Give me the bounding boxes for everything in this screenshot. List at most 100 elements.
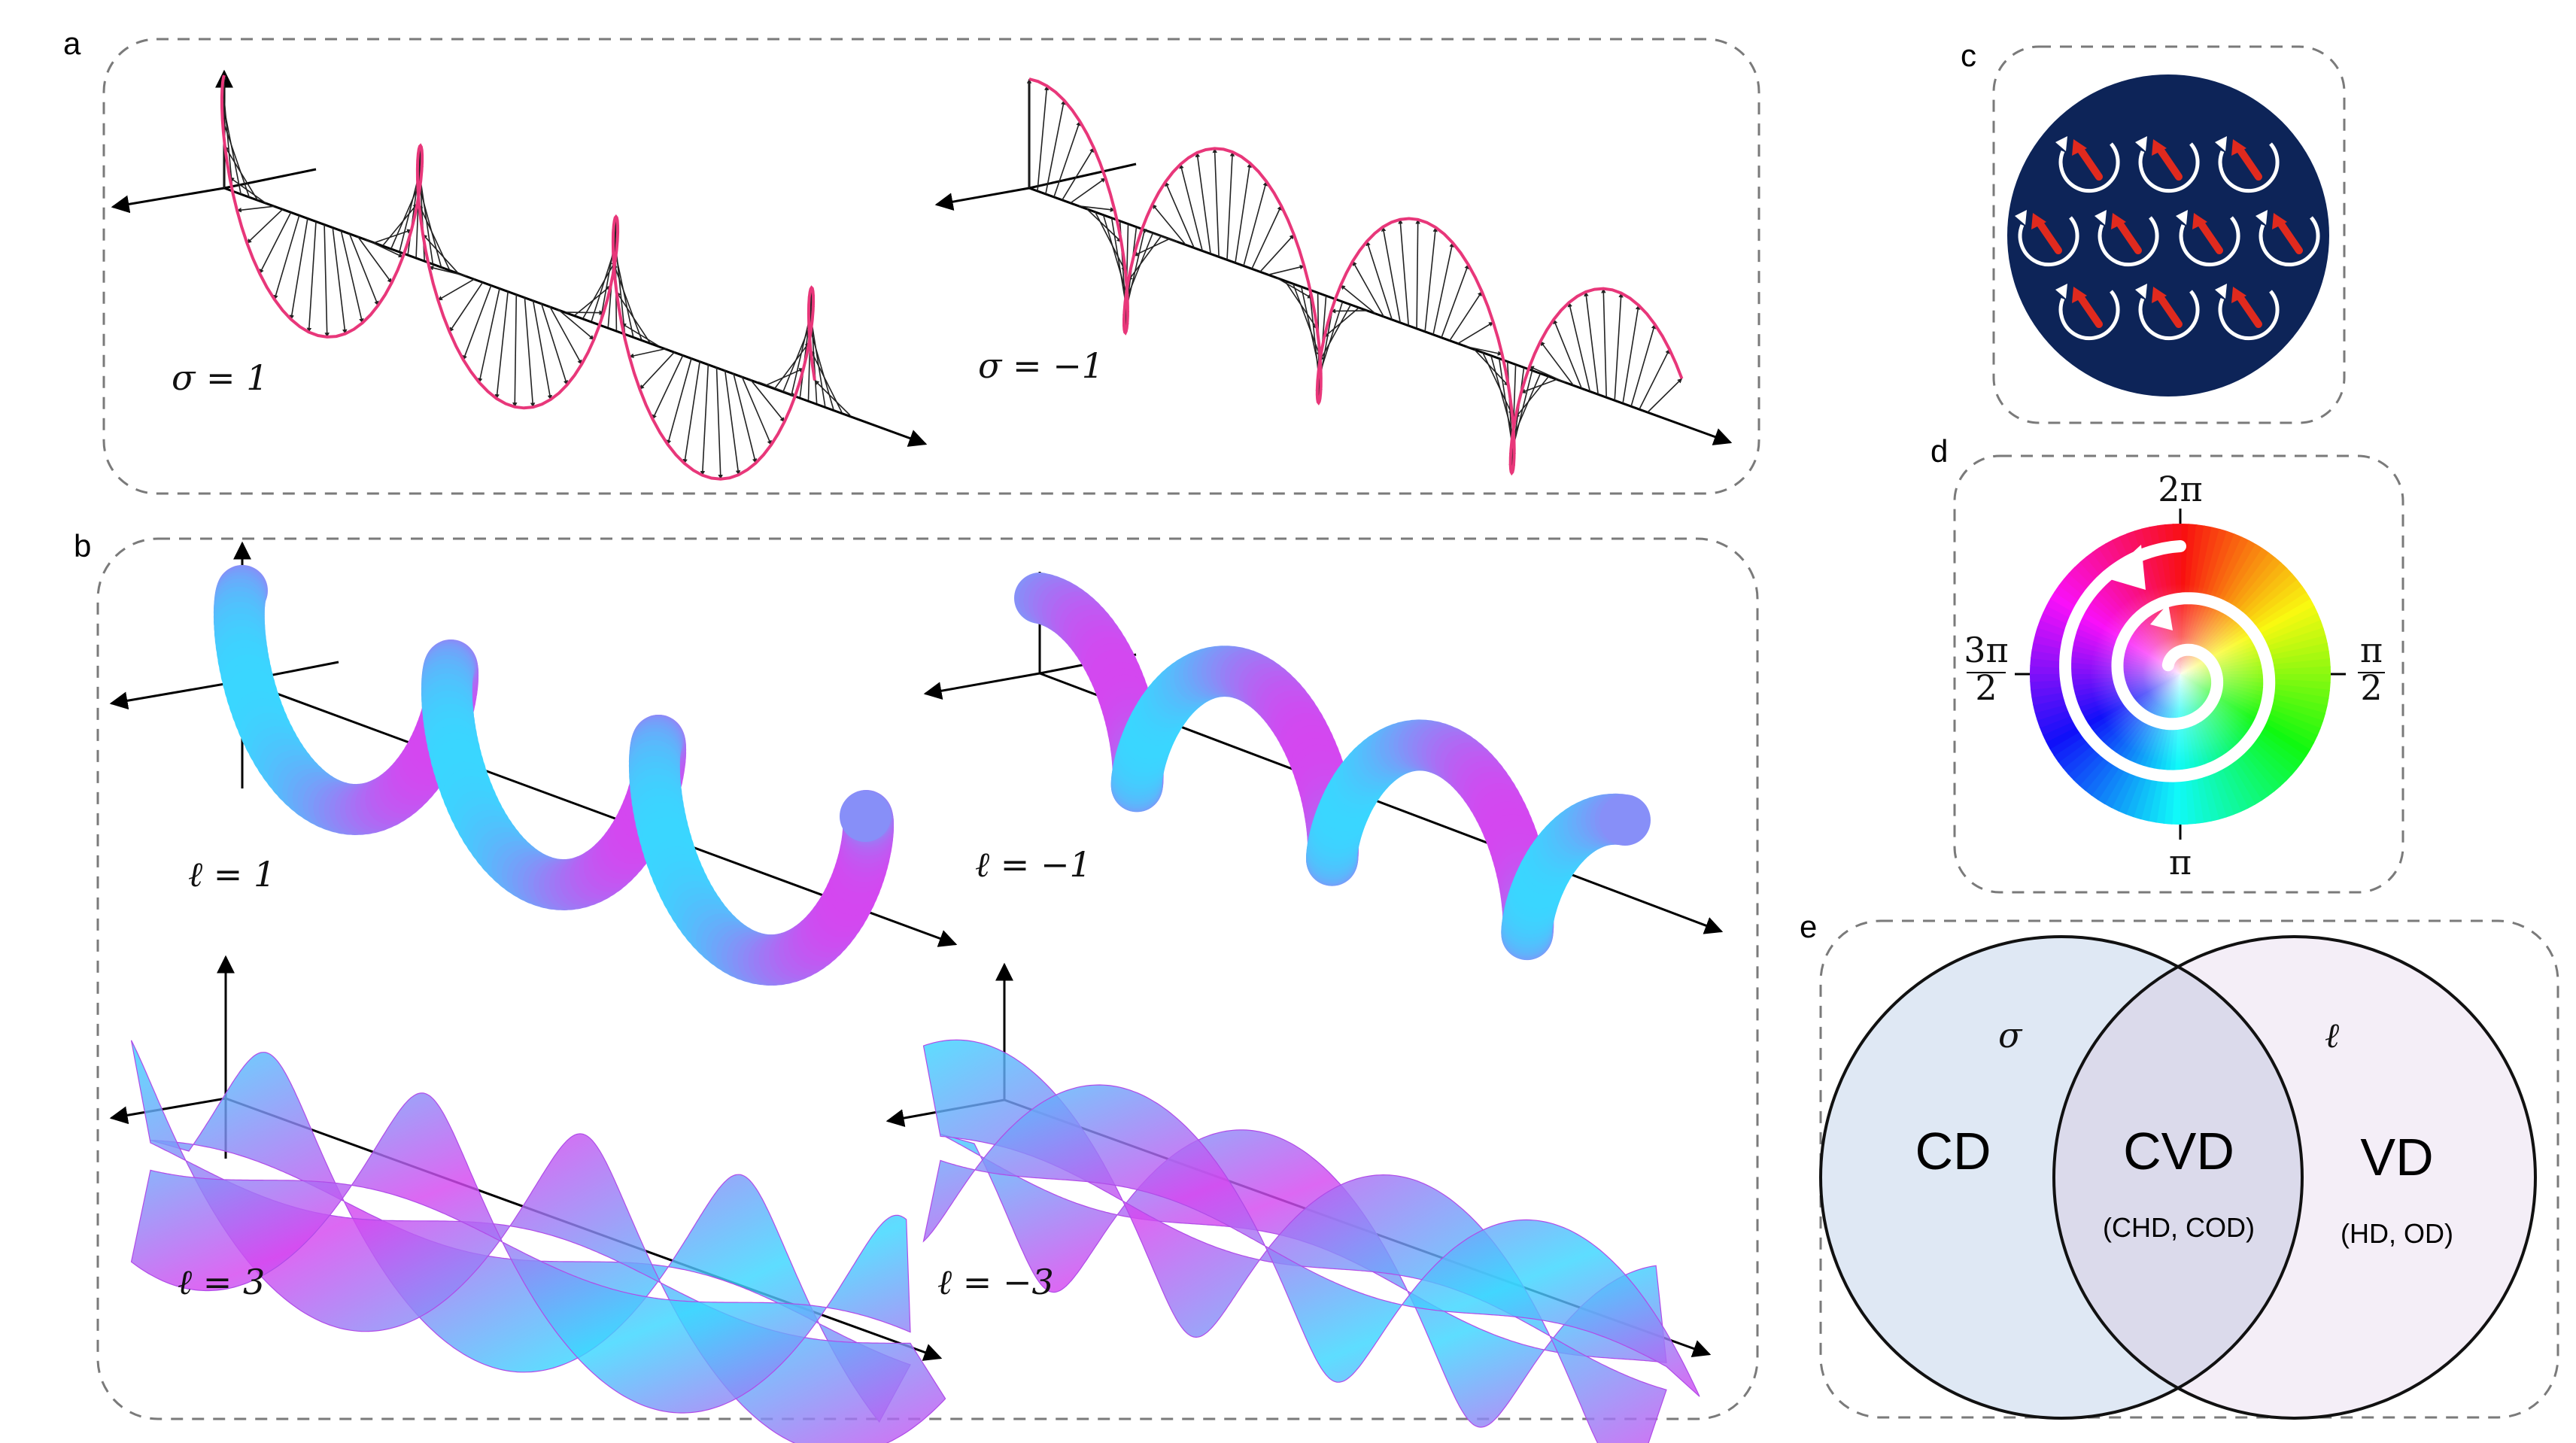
- rotation-circle: [2098, 216, 2159, 267]
- phase-label-pi-half: π 2: [2358, 630, 2385, 708]
- field-vector: [428, 266, 466, 277]
- field-vector: [1441, 263, 1469, 338]
- venn-sub-vd: (HD, OD): [2341, 1218, 2453, 1249]
- label-sigma-plus: σ = 1: [172, 357, 268, 398]
- field-vector: [437, 278, 475, 301]
- field-vector: [1432, 242, 1454, 335]
- dipole-arrowhead: [2072, 139, 2087, 156]
- phase-label-pi: π: [2169, 842, 2192, 883]
- panel-e: e σ ℓ CD CVD (CHD, COD) VD (HD, OD): [1800, 909, 2559, 1420]
- field-vector: [1340, 284, 1376, 314]
- field-vector: [1152, 204, 1186, 246]
- field-vector: [236, 205, 275, 213]
- spiral-arrowhead-inner: [2150, 603, 2173, 630]
- field-vector: [1539, 341, 1575, 386]
- ribbon-blade: [922, 1084, 1700, 1397]
- dipole-arrowhead: [2031, 213, 2046, 229]
- field-vector: [1128, 235, 1162, 281]
- venn-symbol-sigma: σ: [1998, 1015, 2023, 1056]
- field-vector: [741, 375, 772, 445]
- rotation-circle: [2018, 216, 2079, 267]
- field-vector: [1037, 85, 1050, 192]
- field-vectors: [1026, 78, 1683, 474]
- vortex-l-plus1: ℓ = 1: [109, 541, 958, 986]
- field-vector: [416, 179, 442, 267]
- field-vector: [1045, 99, 1066, 195]
- field-vector: [289, 218, 308, 320]
- venn-outline-l: [2052, 935, 2537, 1420]
- field-vectors: [220, 74, 851, 480]
- field-vector: [221, 118, 251, 198]
- rotation-arrowhead: [2176, 210, 2188, 225]
- panel-d-letter: d: [1930, 433, 1948, 469]
- field-vector: [1622, 305, 1641, 404]
- rotation-circle: [2218, 290, 2280, 341]
- field-vector: [548, 305, 582, 365]
- dipole-arrowhead: [2231, 287, 2246, 303]
- field-vector: [1553, 319, 1583, 389]
- field-vector: [1070, 178, 1106, 204]
- field-vector: [628, 348, 667, 359]
- field-vector: [774, 342, 810, 389]
- dipole-arrow: [2235, 144, 2262, 181]
- venn-label-cd: CD: [1915, 1122, 1991, 1180]
- field-vector: [1365, 241, 1393, 320]
- field-vector: [540, 302, 569, 386]
- field-vector: [1584, 291, 1599, 395]
- dipole-arrow: [2155, 144, 2183, 181]
- field-vector: [306, 221, 317, 333]
- vortex-l-minus1: ℓ = −1: [923, 572, 1724, 961]
- field-vector: [1520, 378, 1557, 393]
- field-vector: [382, 203, 418, 247]
- field-vector: [1323, 307, 1359, 338]
- label-sigma-minus: σ = −1: [978, 345, 1104, 386]
- panel-b-letter: b: [74, 528, 91, 564]
- rotation-circle: [2058, 142, 2120, 193]
- rotation-arrowhead: [2095, 210, 2107, 225]
- field-vector: [462, 284, 492, 360]
- field-vector: [366, 238, 404, 258]
- vortex-l-plus3: ℓ = 3: [109, 955, 946, 1443]
- field-vector: [732, 372, 758, 464]
- label-l-plus1: ℓ = 1: [188, 854, 275, 895]
- field-vector: [557, 308, 594, 341]
- field-vector: [1614, 292, 1624, 401]
- field-vector: [1124, 232, 1154, 303]
- rotation-circle: [2259, 216, 2320, 267]
- field-vector: [1398, 219, 1409, 326]
- field-vector: [682, 360, 701, 464]
- dipole-arrowhead: [2272, 213, 2287, 229]
- field-vector: [1457, 321, 1494, 345]
- field-vector: [348, 233, 379, 306]
- fraction-denominator: 2: [2360, 667, 2382, 708]
- panel-c-letter: c: [1961, 38, 1976, 73]
- molecular-rotors: [2015, 136, 2320, 341]
- phase-spiral-arrow: [2059, 540, 2276, 782]
- field-vector: [700, 363, 709, 476]
- rotation-arrowhead: [2055, 136, 2067, 151]
- field-vector: [1226, 151, 1235, 260]
- field-vector: [1165, 181, 1195, 248]
- panel-a-letter: a: [63, 26, 81, 61]
- field-vector: [229, 177, 266, 204]
- field-vector: [340, 230, 364, 324]
- spiral-track: [2059, 540, 2276, 782]
- rotation-arrowhead: [2215, 284, 2227, 299]
- field-vector: [246, 208, 284, 244]
- chiral-medium-disk: [2007, 74, 2329, 396]
- rotation-arrowhead: [2135, 284, 2147, 299]
- dipole-arrow: [2276, 218, 2303, 254]
- panel-b-frame: [96, 537, 1759, 1420]
- field-vector: [512, 293, 518, 408]
- field-vector: [1062, 147, 1095, 201]
- panel-e-letter: e: [1800, 909, 1817, 944]
- dipole-arrow: [2076, 144, 2103, 181]
- helical-wavefront: [130, 1040, 946, 1443]
- field-vector: [1141, 229, 1178, 243]
- panel-a: a σ = 1 σ = −1: [63, 26, 1760, 495]
- field-vector: [1639, 348, 1670, 410]
- dipole-arrow: [2035, 218, 2062, 254]
- field-vector: [532, 299, 553, 400]
- field-vector: [1424, 226, 1438, 332]
- polarization-helix: [220, 74, 816, 481]
